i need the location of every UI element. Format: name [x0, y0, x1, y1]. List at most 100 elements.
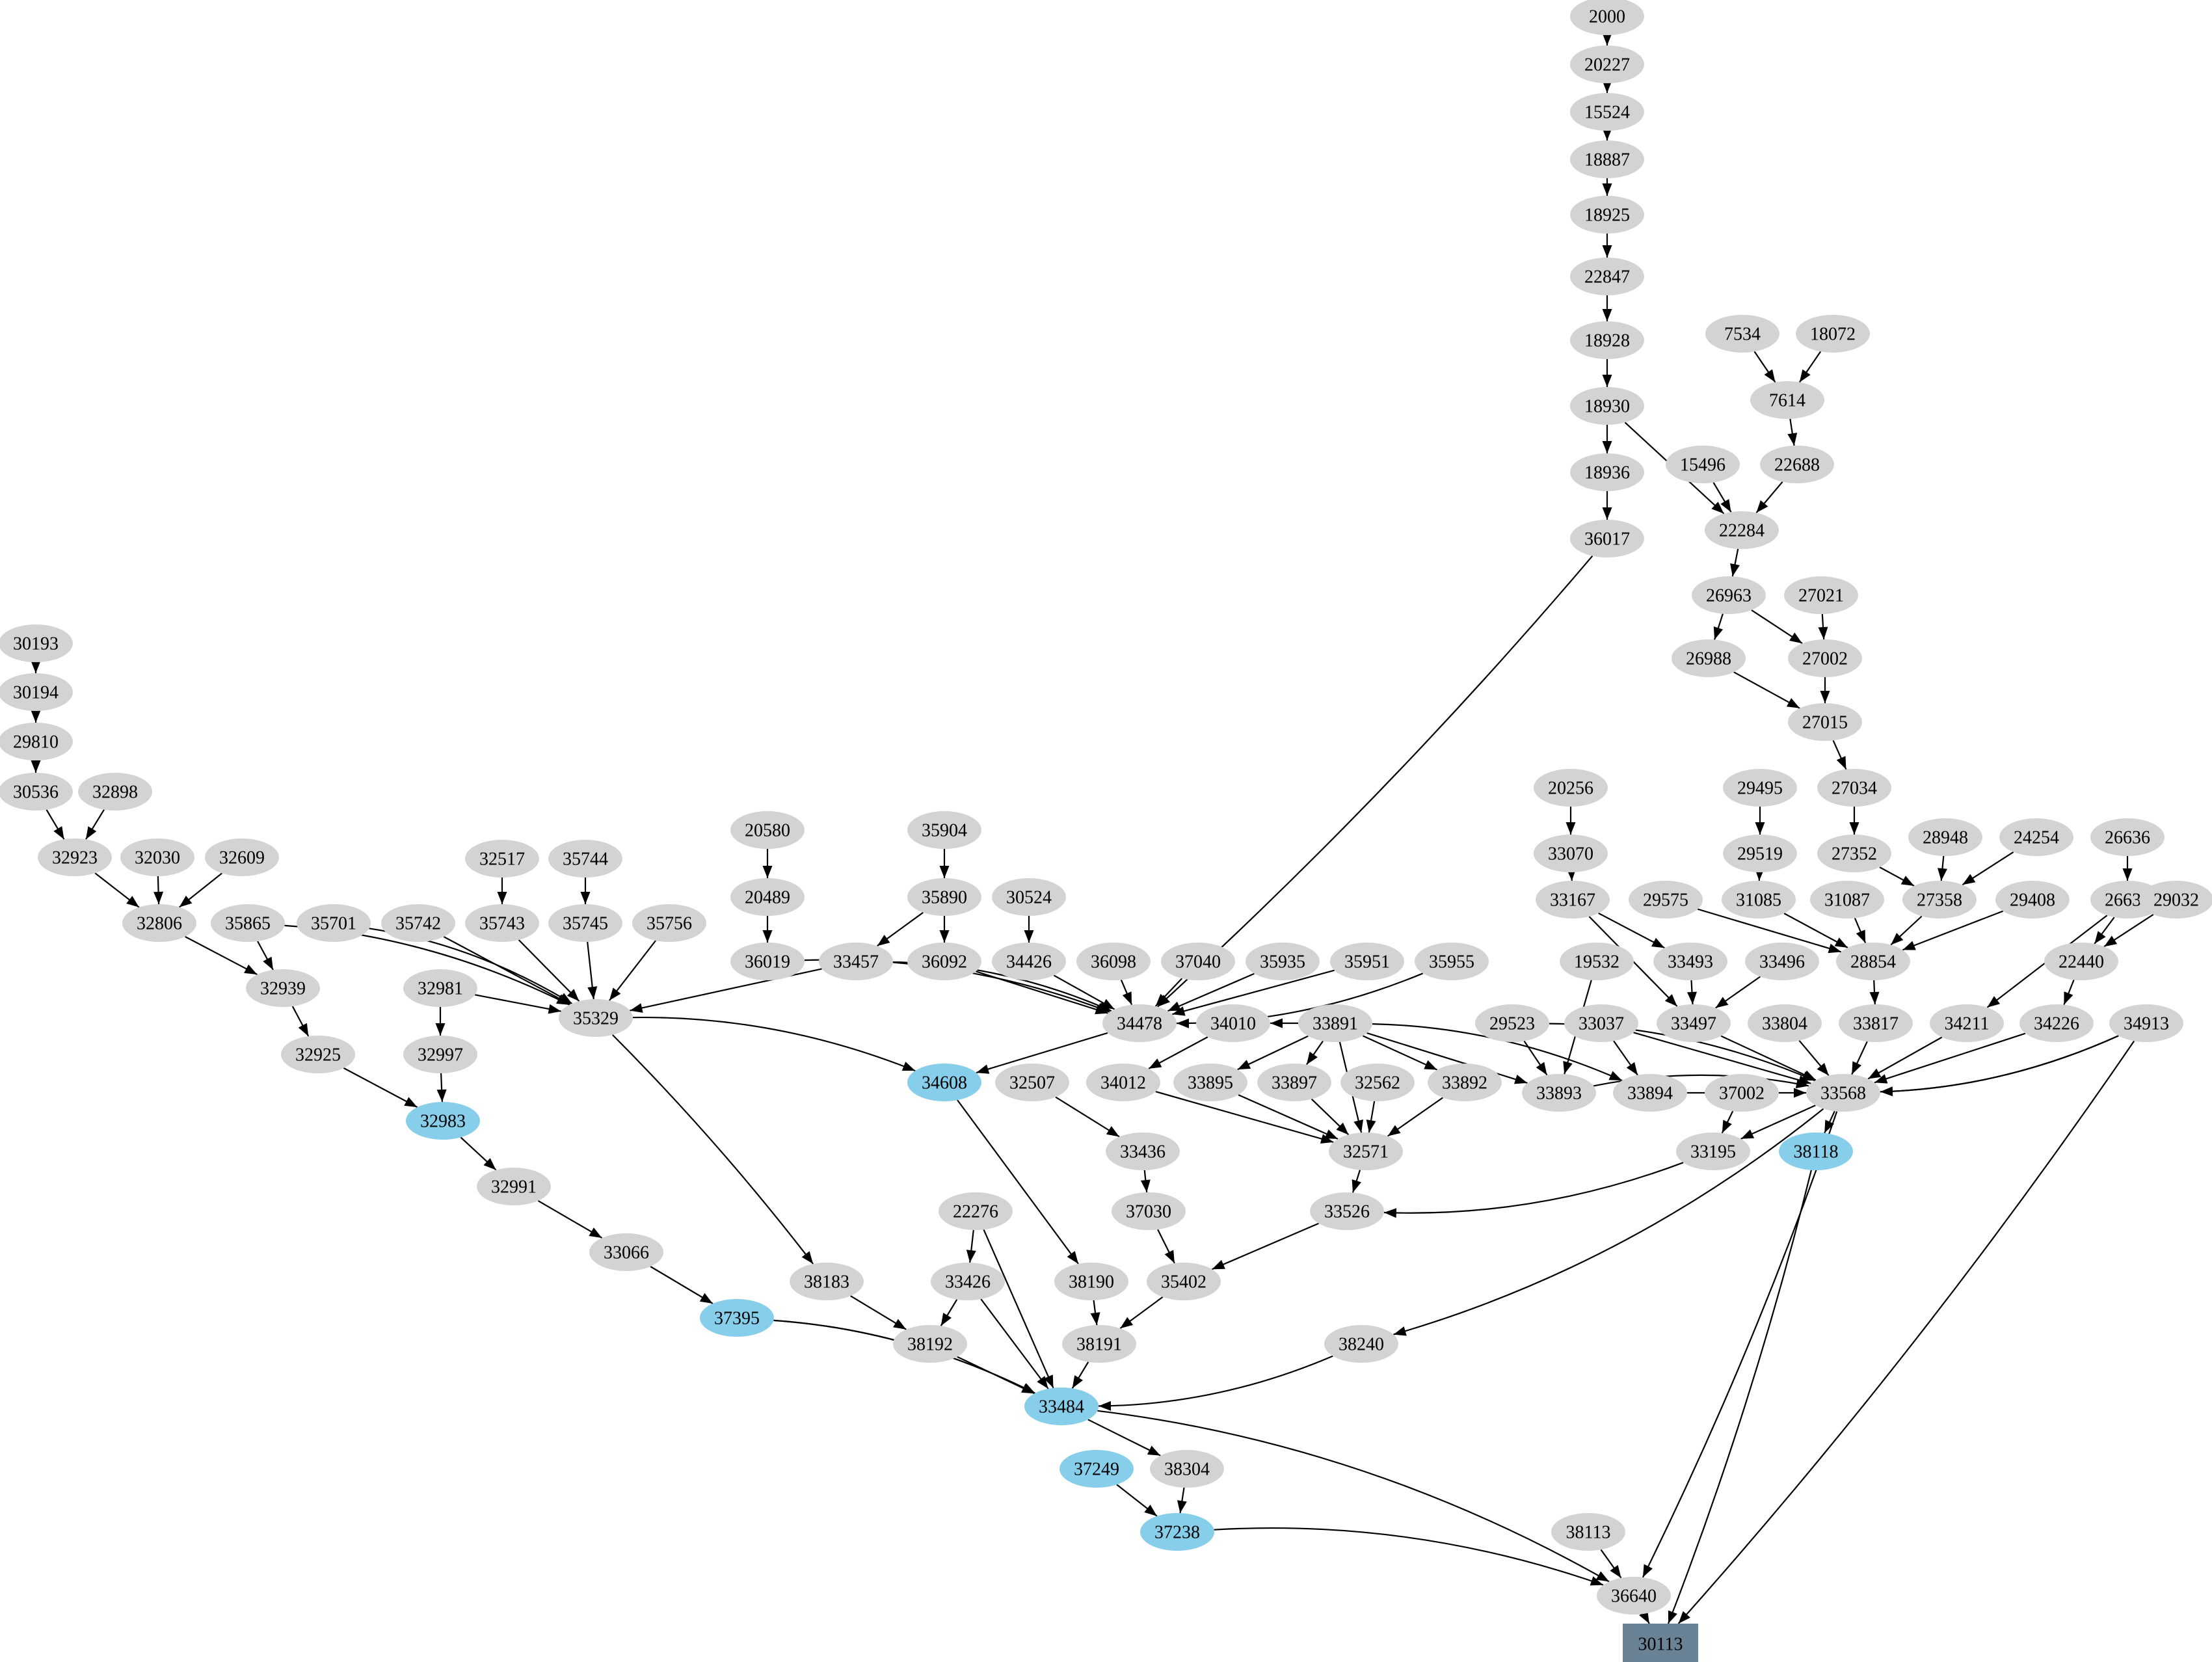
graph-node[interactable]: 30113	[1623, 1624, 1698, 1662]
graph-node[interactable]: 26988	[1672, 639, 1746, 677]
node-ellipse[interactable]	[1788, 703, 1862, 741]
node-ellipse[interactable]	[78, 773, 152, 811]
graph-node[interactable]: 35742	[381, 904, 455, 942]
node-ellipse[interactable]	[1062, 1325, 1136, 1363]
node-ellipse[interactable]	[1995, 881, 2070, 918]
graph-node[interactable]: 32981	[403, 969, 477, 1007]
node-ellipse[interactable]	[1817, 835, 1891, 872]
graph-node[interactable]: 32507	[995, 1064, 1069, 1101]
node-ellipse[interactable]	[2109, 1004, 2183, 1042]
node-ellipse[interactable]	[907, 811, 981, 849]
graph-node[interactable]: 33195	[1676, 1133, 1750, 1170]
node-ellipse[interactable]	[907, 943, 981, 980]
graph-node[interactable]: 27002	[1788, 639, 1862, 677]
graph-node[interactable]: 27358	[1902, 881, 1977, 918]
node-ellipse[interactable]	[0, 723, 73, 760]
graph-node[interactable]: 33493	[1653, 943, 1727, 980]
node-ellipse[interactable]	[38, 838, 112, 876]
node-ellipse[interactable]	[1560, 943, 1634, 980]
node-ellipse[interactable]	[1570, 141, 1644, 178]
graph-node[interactable]: 37238	[1140, 1513, 1214, 1551]
graph-node[interactable]: 28948	[1908, 818, 1982, 856]
node-ellipse[interactable]	[1570, 0, 1644, 35]
graph-node[interactable]: 34226	[2019, 1004, 2094, 1042]
node-ellipse[interactable]	[403, 1036, 477, 1073]
node-ellipse[interactable]	[1106, 1133, 1180, 1170]
node-ellipse[interactable]	[1999, 818, 2073, 856]
node-ellipse[interactable]	[381, 904, 455, 942]
node-ellipse[interactable]	[1173, 1064, 1247, 1101]
node-ellipse[interactable]	[1475, 1004, 1549, 1042]
graph-node[interactable]: 35865	[211, 904, 285, 942]
graph-node[interactable]: 30524	[992, 878, 1066, 916]
node-ellipse[interactable]	[1564, 1004, 1638, 1042]
graph-node[interactable]: 33526	[1310, 1192, 1384, 1230]
node-ellipse[interactable]	[1196, 1004, 1270, 1042]
node-ellipse[interactable]	[1324, 1325, 1398, 1363]
graph-node[interactable]: 22847	[1570, 258, 1644, 295]
node-ellipse[interactable]	[1723, 835, 1797, 872]
node-ellipse[interactable]	[1428, 1064, 1502, 1101]
graph-node[interactable]: 34211	[1930, 1004, 2004, 1042]
node-ellipse[interactable]	[1330, 943, 1404, 980]
graph-node[interactable]: 33070	[1534, 835, 1608, 872]
node-ellipse[interactable]	[1784, 576, 1858, 614]
graph-node[interactable]: 34913	[2109, 1004, 2183, 1042]
graph-node[interactable]: 32517	[465, 840, 539, 878]
node-ellipse[interactable]	[931, 1263, 1005, 1300]
graph-node[interactable]: 38190	[1054, 1263, 1128, 1300]
graph-node[interactable]: 34012	[1086, 1064, 1160, 1101]
graph-node[interactable]: 29575	[1629, 881, 1703, 918]
node-ellipse[interactable]	[2090, 818, 2165, 856]
graph-node[interactable]: 37395	[700, 1299, 774, 1337]
graph-node[interactable]: 36017	[1570, 520, 1644, 557]
graph-node[interactable]: 29495	[1723, 769, 1797, 807]
graph-node[interactable]: 32923	[38, 838, 112, 876]
node-ellipse[interactable]	[700, 1299, 774, 1337]
graph-node[interactable]: 30536	[0, 773, 73, 811]
graph-node[interactable]: 20489	[730, 878, 805, 916]
node-ellipse[interactable]	[1076, 943, 1151, 980]
node-ellipse[interactable]	[1102, 1004, 1177, 1042]
node-ellipse[interactable]	[1534, 769, 1608, 807]
node-ellipse[interactable]	[1310, 1192, 1384, 1230]
graph-node[interactable]: 22440	[2044, 943, 2118, 980]
graph-node[interactable]: 33436	[1106, 1133, 1180, 1170]
graph-node[interactable]: 32939	[246, 969, 320, 1007]
node-ellipse[interactable]	[1570, 196, 1644, 234]
node-ellipse[interactable]	[1147, 1263, 1221, 1300]
graph-node[interactable]: 20256	[1534, 769, 1608, 807]
graph-node[interactable]: 32609	[205, 838, 279, 876]
node-ellipse[interactable]	[1839, 1004, 1913, 1042]
graph-node[interactable]: 35756	[632, 904, 706, 942]
graph-node[interactable]: 32991	[477, 1168, 551, 1205]
graph-node[interactable]: 15496	[1666, 446, 1740, 483]
node-ellipse[interactable]	[1246, 943, 1320, 980]
graph-node[interactable]: 34478	[1102, 1004, 1177, 1042]
node-ellipse[interactable]	[1810, 881, 1884, 918]
graph-node[interactable]: 33066	[589, 1233, 663, 1271]
graph-node[interactable]: 34426	[992, 943, 1066, 980]
graph-node[interactable]: 33891	[1298, 1004, 1372, 1042]
graph-node[interactable]: 32030	[120, 838, 194, 876]
node-ellipse[interactable]	[1722, 881, 1796, 918]
node-ellipse[interactable]	[992, 943, 1066, 980]
node-ellipse[interactable]	[1054, 1263, 1128, 1300]
node-ellipse[interactable]	[548, 904, 622, 942]
graph-node[interactable]: 27034	[1817, 769, 1891, 807]
node-ellipse[interactable]	[1329, 1133, 1403, 1170]
graph-node[interactable]: 36640	[1597, 1577, 1671, 1615]
node-ellipse[interactable]	[730, 811, 805, 849]
graph-node[interactable]: 18928	[1570, 321, 1644, 359]
node-ellipse[interactable]	[1059, 1450, 1134, 1488]
node-ellipse[interactable]	[465, 904, 539, 942]
graph-node[interactable]: 20227	[1570, 46, 1644, 83]
graph-node[interactable]: 26636	[2090, 818, 2165, 856]
node-ellipse[interactable]	[1745, 943, 1819, 980]
graph-node[interactable]: 27352	[1817, 835, 1891, 872]
node-ellipse[interactable]	[730, 943, 805, 980]
graph-node[interactable]: 18936	[1570, 453, 1644, 491]
graph-node[interactable]: 32562	[1340, 1064, 1415, 1101]
node-ellipse[interactable]	[1676, 1133, 1750, 1170]
node-ellipse[interactable]	[1692, 576, 1766, 614]
